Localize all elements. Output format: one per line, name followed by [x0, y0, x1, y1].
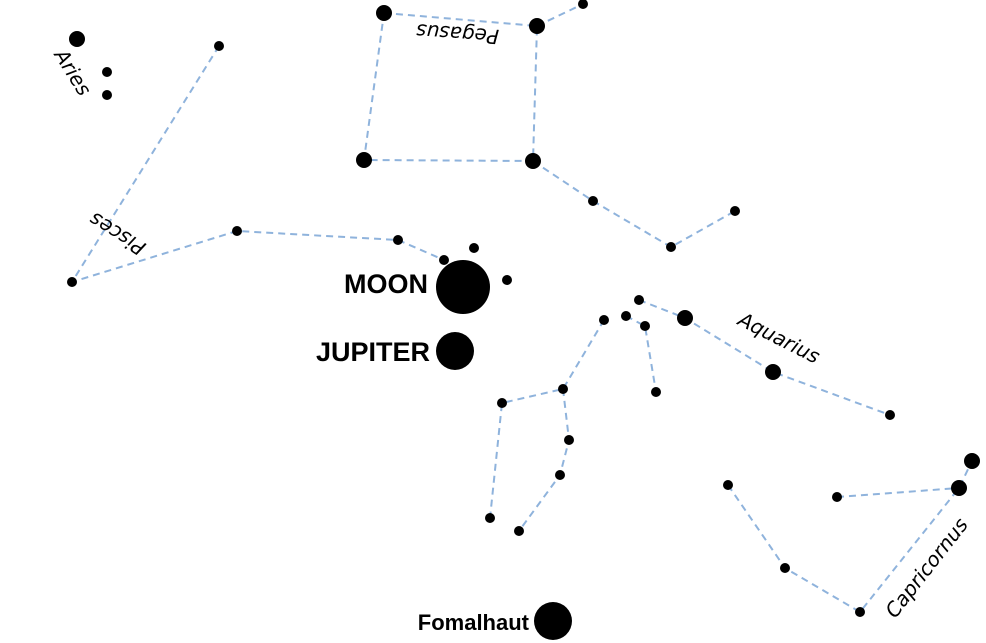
constellation-lines: [69, 3, 973, 614]
star: [529, 18, 545, 34]
moon-disc: [436, 260, 490, 314]
star: [640, 321, 650, 331]
jupiter-disc: [436, 332, 474, 370]
star: [232, 226, 242, 236]
star: [651, 387, 661, 397]
star: [469, 243, 479, 253]
pegasus-label: Pegasus: [415, 19, 499, 49]
star: [558, 384, 568, 394]
star: [578, 0, 588, 9]
star: [621, 311, 631, 321]
stars: [67, 0, 980, 617]
star: [376, 5, 392, 21]
pegasus-leg-line: [532, 160, 736, 249]
star: [102, 90, 112, 100]
star: [497, 398, 507, 408]
star: [723, 480, 733, 490]
star: [677, 310, 693, 326]
capricornus-top-line: [836, 487, 960, 498]
fomalhaut-disc: [534, 602, 572, 640]
star: [885, 410, 895, 420]
star: [525, 153, 541, 169]
moon-label: MOON: [344, 269, 428, 299]
star: [439, 255, 449, 265]
jupiter-label: JUPITER: [316, 337, 430, 367]
star: [502, 275, 512, 285]
star: [780, 563, 790, 573]
star: [964, 453, 980, 469]
star: [485, 513, 495, 523]
pisces-label: Pisces: [85, 207, 150, 260]
star: [67, 277, 77, 287]
star: [599, 315, 609, 325]
star: [951, 480, 967, 496]
star: [564, 435, 574, 445]
aquarius-line-c: [489, 319, 605, 519]
aquarius-line-b: [625, 315, 657, 393]
star: [393, 235, 403, 245]
star: [514, 526, 524, 536]
star: [832, 492, 842, 502]
star: [356, 152, 372, 168]
star: [102, 67, 112, 77]
star: [634, 295, 644, 305]
star: [69, 31, 85, 47]
fomalhaut-label: Fomalhaut: [418, 610, 530, 635]
star: [730, 206, 740, 216]
star: [666, 242, 676, 252]
star: [765, 364, 781, 380]
star: [855, 607, 865, 617]
pegasus-neck-line: [536, 3, 584, 27]
star: [214, 41, 224, 51]
aquarius-label: Aquarius: [733, 306, 824, 368]
star: [555, 470, 565, 480]
aries-label: Aries: [48, 43, 96, 100]
aquarius-line-a: [638, 299, 891, 416]
star: [588, 196, 598, 206]
aquarius-line-d: [518, 388, 571, 532]
